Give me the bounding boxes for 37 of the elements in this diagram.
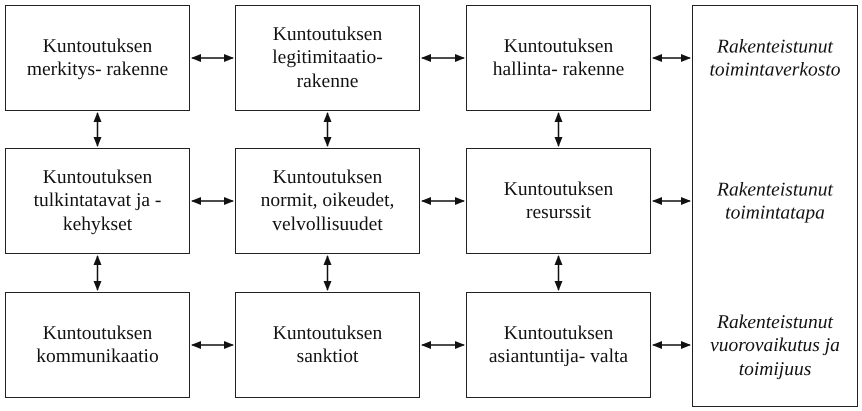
concept-box xyxy=(5,148,190,254)
structure-label: Rakenteistunut toimintaverkosto xyxy=(708,36,842,82)
structure-label: Rakenteistunut toimintatapa xyxy=(716,178,834,226)
box-label: Kuntoutuksen sanktiot xyxy=(272,322,384,368)
box-label: Kuntoutuksen legitimitaatio- rakenne xyxy=(271,22,384,94)
double-arrow xyxy=(324,255,332,291)
box-label: Kuntoutuksen hallinta- rakenne xyxy=(492,34,626,82)
double-arrow xyxy=(554,255,562,291)
concept-box xyxy=(5,292,190,398)
concept-box xyxy=(466,5,651,111)
box-label: Kuntoutuksen kommunikaatio xyxy=(35,322,160,368)
box-label: Kuntoutuksen tulkintatavat ja -kehykset xyxy=(32,166,162,236)
double-arrow xyxy=(554,112,562,147)
structure-label: Rakenteistunut vuorovaikutus ja toimijuus xyxy=(709,310,841,382)
concept-box xyxy=(466,292,651,398)
concept-box xyxy=(5,5,190,111)
double-arrow xyxy=(652,197,691,205)
double-arrow xyxy=(652,341,691,349)
concept-box xyxy=(235,5,420,111)
double-arrow xyxy=(94,255,102,291)
double-arrow xyxy=(652,54,691,62)
box-label: Kuntoutuksen resurssit xyxy=(502,178,614,224)
box-label: Kuntoutuksen normit, oikeudet, velvollisuudet xyxy=(260,166,396,236)
double-arrow xyxy=(421,341,465,349)
double-arrow xyxy=(191,54,234,62)
box-label: Kuntoutuksen merkitys- rakenne xyxy=(26,34,170,82)
double-arrow xyxy=(421,54,465,62)
concept-box xyxy=(235,148,420,254)
double-arrow xyxy=(421,197,465,205)
concept-box xyxy=(235,292,420,398)
double-arrow xyxy=(191,197,234,205)
concept-box xyxy=(692,5,858,407)
double-arrow xyxy=(191,341,234,349)
double-arrow xyxy=(94,112,102,147)
box-label: Kuntoutuksen asiantuntija- valta xyxy=(488,322,630,368)
concept-box xyxy=(466,148,651,254)
double-arrow xyxy=(324,112,332,147)
